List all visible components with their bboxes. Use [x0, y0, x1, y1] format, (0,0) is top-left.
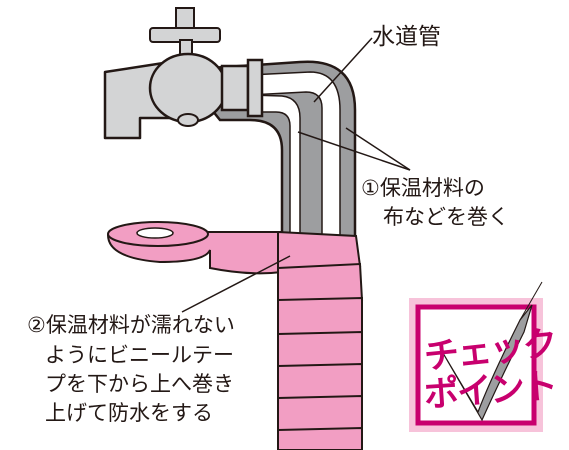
vinyl-tape-roll	[106, 221, 283, 275]
step2-label-line4: 上げて防水をする	[45, 401, 213, 425]
water-pipe-label: 水道管	[372, 24, 441, 50]
faucet-handle	[149, 7, 221, 57]
step2-label-line1: ②保温材料が濡れない	[27, 313, 235, 337]
check-point-badge	[409, 281, 543, 432]
step1-label-line2: 布などを巻く	[383, 205, 509, 229]
wrapped-tape-bands	[277, 230, 364, 450]
leader-lines	[181, 37, 411, 313]
faucet-body	[103, 52, 264, 140]
step2-label-line3: プを下から上へ巻き	[45, 372, 234, 396]
check-badge-line2: ポイント	[422, 366, 558, 416]
step1-label-line1: ①保温材料の	[361, 176, 485, 200]
step2-label-line2: ようにビニールテー	[45, 343, 234, 367]
